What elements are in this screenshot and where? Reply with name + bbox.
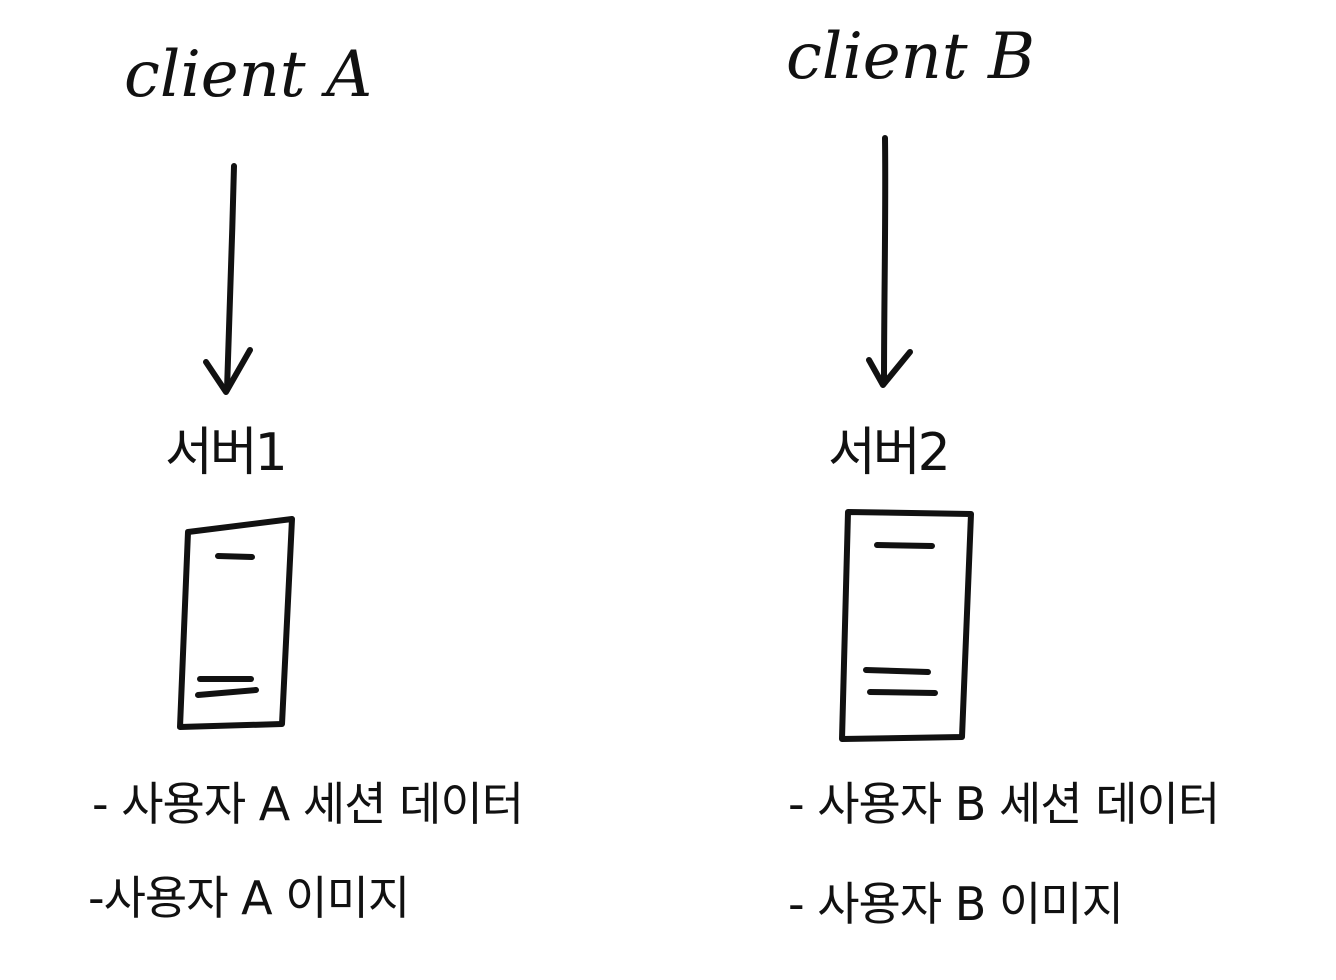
server-1-note-image: -사용자 A 이미지 [88, 871, 410, 925]
server-2-note-image: - 사용자 B 이미지 [788, 877, 1124, 931]
server-2-label: 서버2 [828, 423, 951, 483]
server-1-note-session: - 사용자 A 세션 데이터 [92, 777, 524, 831]
server-box-left [177, 516, 295, 730]
server-2-note-session: - 사용자 B 세션 데이터 [788, 777, 1220, 831]
client-b-label: client B [786, 20, 1035, 94]
arrow-right [866, 135, 913, 388]
client-a-label: client A [124, 38, 373, 112]
server-1-label: 서버1 [165, 423, 288, 483]
arrow-left [203, 163, 253, 395]
server-box-right [839, 509, 974, 742]
